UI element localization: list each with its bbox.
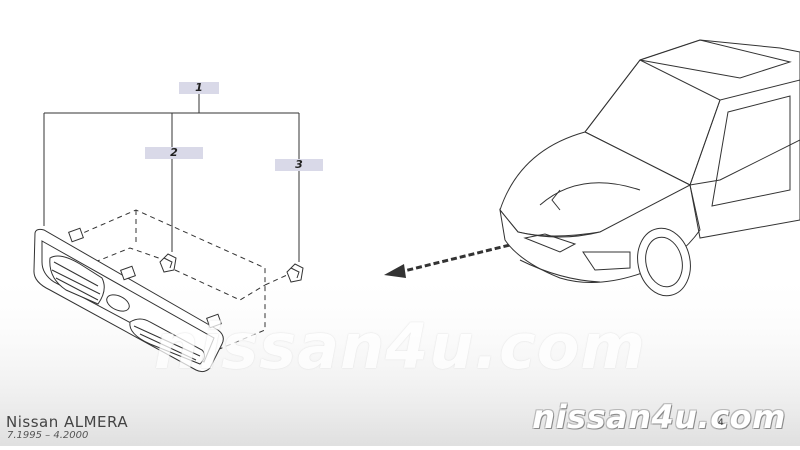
callout-part-1: 1	[179, 82, 219, 94]
model-name: Nissan ALMERA	[6, 413, 129, 431]
arrow-icon	[384, 241, 519, 278]
leader-lines	[43, 94, 300, 262]
callout-part-3: 3	[275, 159, 323, 171]
watermark-corner: nissan4u.com	[532, 398, 786, 436]
model-years: 7.1995 – 4.2000	[7, 430, 89, 441]
watermark-main: nissan4u.com	[154, 310, 646, 383]
front-grille	[33, 227, 224, 373]
clip-icon	[159, 253, 177, 273]
clip-icon	[286, 263, 304, 283]
page-mark: 4	[718, 418, 724, 428]
car-outline	[499, 39, 800, 297]
callout-part-2: 2	[145, 147, 203, 159]
